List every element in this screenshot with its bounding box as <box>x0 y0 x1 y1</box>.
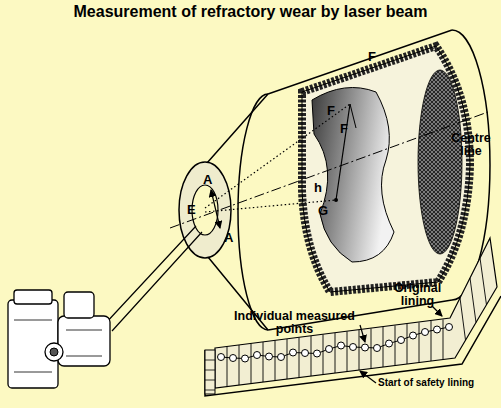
distance-h <box>205 200 336 212</box>
diagram-title: Measurement of refractory wear by laser … <box>0 3 501 21</box>
mouth-opening <box>192 185 218 235</box>
scanner-lens-core <box>50 348 58 356</box>
part-letter: F <box>327 104 335 118</box>
callout-text: Original lining <box>380 282 455 308</box>
part-letter: F <box>340 122 348 136</box>
measured-point <box>218 354 225 361</box>
leader-arrow <box>360 325 365 342</box>
laser-beam <box>104 226 202 331</box>
measured-point <box>254 352 261 359</box>
vessel-mouth <box>179 162 231 258</box>
scanner-top <box>14 290 52 304</box>
measured-point <box>350 344 357 351</box>
lining-bricks <box>302 46 470 292</box>
section-letter: A <box>224 231 233 245</box>
cutaway-outline <box>302 46 470 292</box>
callout-text: Individual measured points <box>222 310 367 336</box>
measured-point <box>362 344 369 351</box>
section-letter: A <box>203 173 212 187</box>
measured-point <box>446 324 453 331</box>
point-letter: E <box>187 203 196 217</box>
dimension-letter: h <box>314 181 322 195</box>
end-wall-bricks <box>205 350 215 394</box>
measured-point <box>266 353 273 360</box>
worn-profile <box>221 327 449 359</box>
measured-point <box>278 354 285 361</box>
measured-point <box>230 355 237 362</box>
measured-points <box>218 324 453 363</box>
measured-point <box>314 350 321 357</box>
measured-point <box>338 342 345 349</box>
part-letter: F <box>368 50 376 64</box>
scanner-lens <box>45 343 63 361</box>
point-g <box>334 198 338 202</box>
measured-point <box>374 345 381 352</box>
vessel-seam <box>238 94 268 330</box>
measured-point <box>422 329 429 336</box>
scanner-housing <box>64 292 94 318</box>
scanner-details <box>14 320 102 372</box>
surface-normal <box>350 104 356 128</box>
callout-text: Start of safety lining <box>378 378 474 389</box>
measured-point <box>398 337 405 344</box>
measured-point <box>410 332 417 339</box>
measured-point <box>386 340 393 347</box>
surface-line <box>336 104 350 200</box>
measured-point <box>242 355 249 362</box>
point-letter: G <box>318 204 328 218</box>
vessel-cone <box>207 94 268 330</box>
end-wall-joints <box>205 360 215 390</box>
scanner-head <box>58 316 110 366</box>
leader-arrow <box>360 371 376 383</box>
measured-point <box>290 349 297 356</box>
centre-line <box>170 112 488 228</box>
axis-label: Centre line <box>446 132 496 158</box>
measured-point <box>302 350 309 357</box>
vessel-shell <box>205 296 501 396</box>
back-wall-mesh <box>418 70 462 254</box>
measured-point <box>434 326 441 333</box>
worn-surface <box>312 88 394 263</box>
section-arrow <box>211 190 220 228</box>
laser-ray <box>205 104 350 208</box>
measured-point <box>326 346 333 353</box>
